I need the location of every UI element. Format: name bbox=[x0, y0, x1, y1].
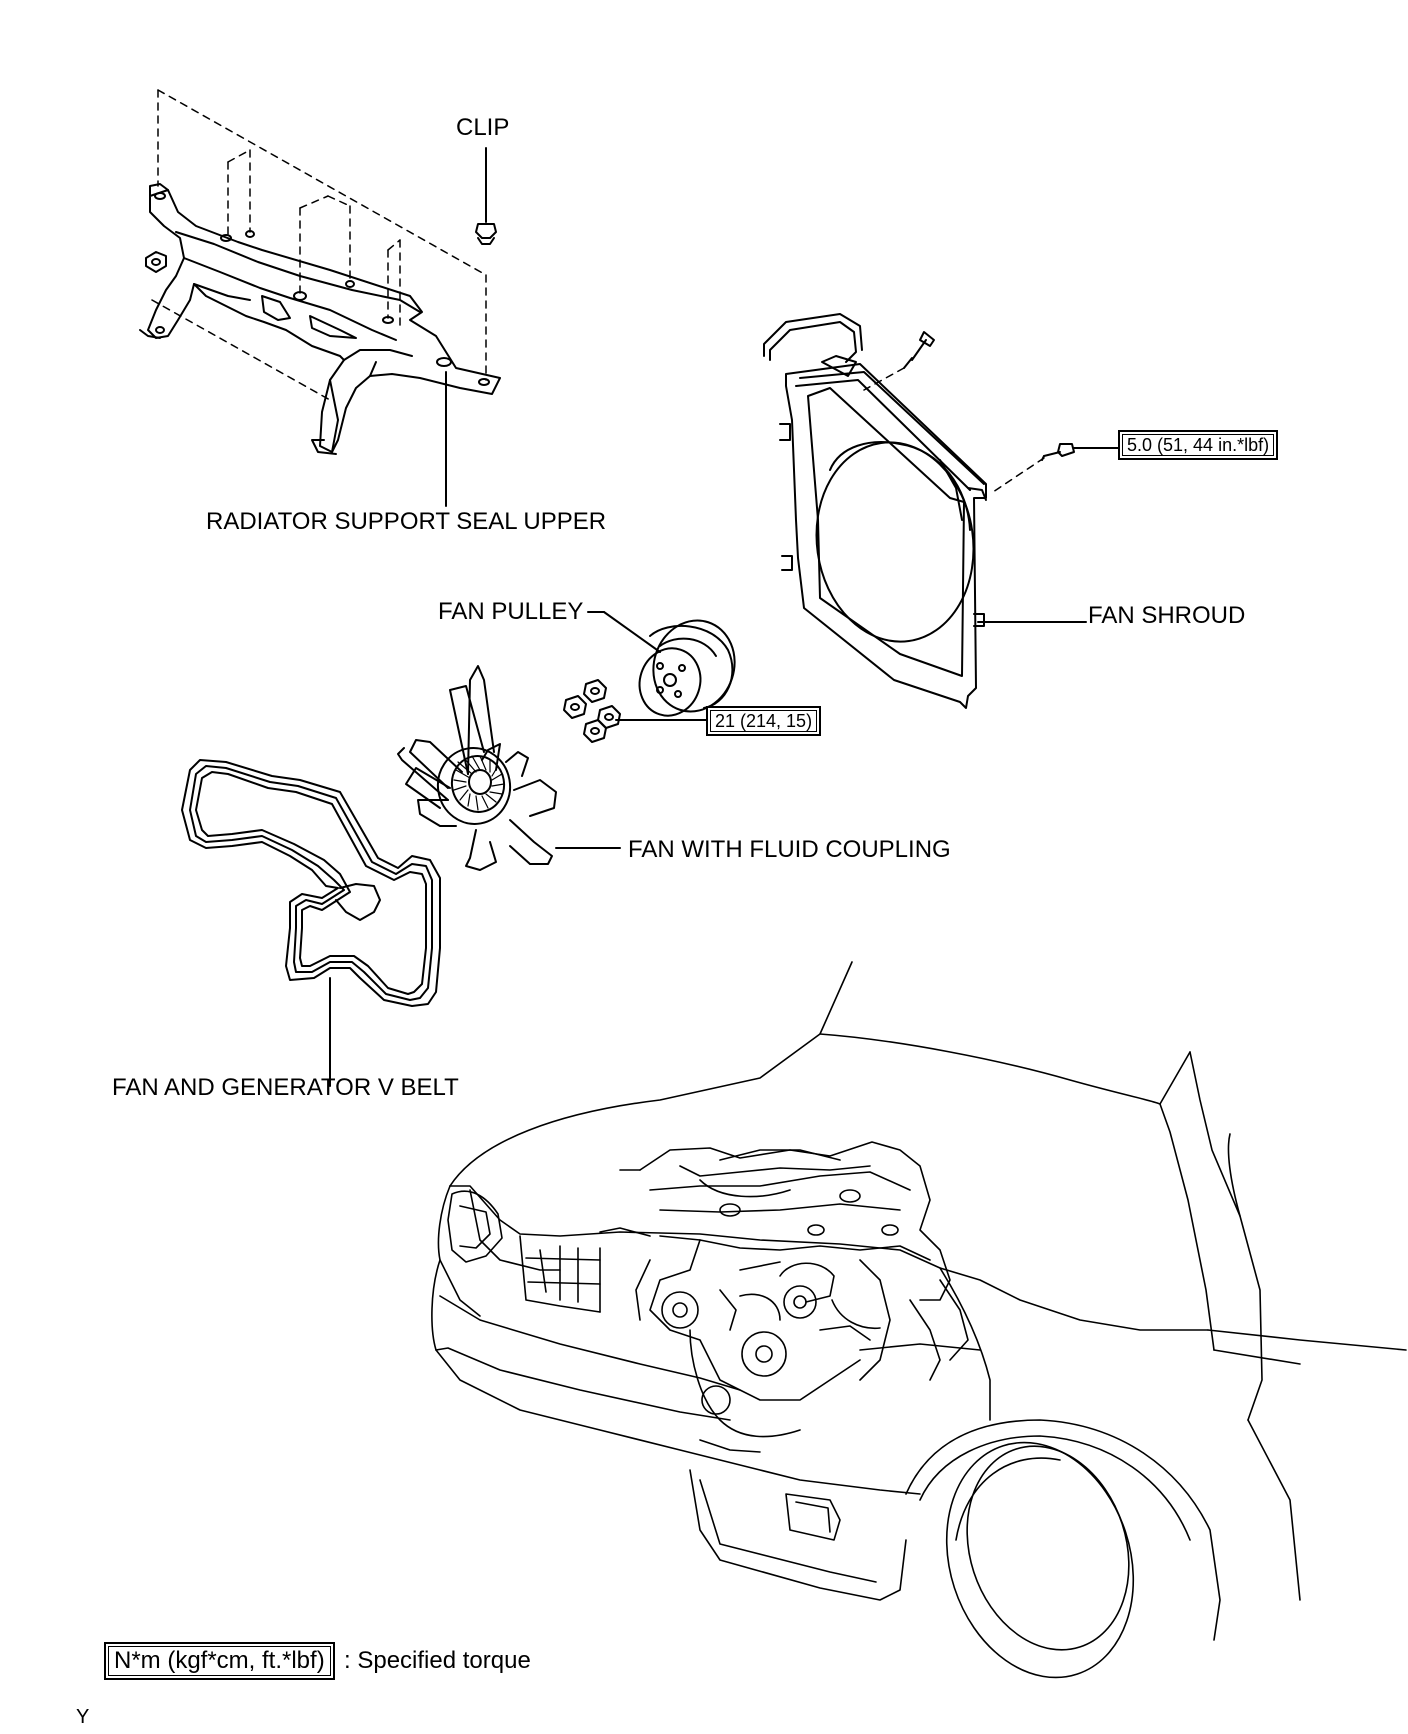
legend-torque-units: N*m (kgf*cm, ft.*lbf) bbox=[104, 1642, 335, 1680]
fan-with-fluid-coupling-drawing bbox=[398, 666, 620, 870]
clip-drawing bbox=[476, 148, 496, 244]
vehicle-front-drawing bbox=[432, 962, 1406, 1702]
label-fan-pulley: FAN PULLEY bbox=[438, 598, 584, 625]
torque-box-shroud-bolt: 5.0 (51, 44 in.*lbf) bbox=[1118, 430, 1279, 460]
label-radiator-support-seal-upper: RADIATOR SUPPORT SEAL UPPER bbox=[206, 508, 607, 535]
label-fan-with-fluid-coupling: FAN WITH FLUID COUPLING bbox=[628, 836, 951, 863]
fan-nuts-drawing bbox=[564, 680, 708, 742]
legend-specified-torque: : Specified torque bbox=[344, 1647, 531, 1674]
fan-shroud-drawing bbox=[764, 314, 1122, 708]
figure-code: Y bbox=[76, 1706, 90, 1728]
label-clip: CLIP bbox=[456, 114, 510, 141]
label-fan-and-generator-v-belt: FAN AND GENERATOR V BELT bbox=[112, 1074, 459, 1101]
torque-box-fan-nuts: 21 (214, 15) bbox=[706, 706, 822, 736]
label-fan-shroud: FAN SHROUD bbox=[1088, 602, 1246, 629]
fan-pulley-drawing bbox=[588, 610, 746, 724]
v-belt-drawing bbox=[182, 760, 440, 1086]
radiator-support-seal-upper-drawing bbox=[140, 90, 500, 506]
